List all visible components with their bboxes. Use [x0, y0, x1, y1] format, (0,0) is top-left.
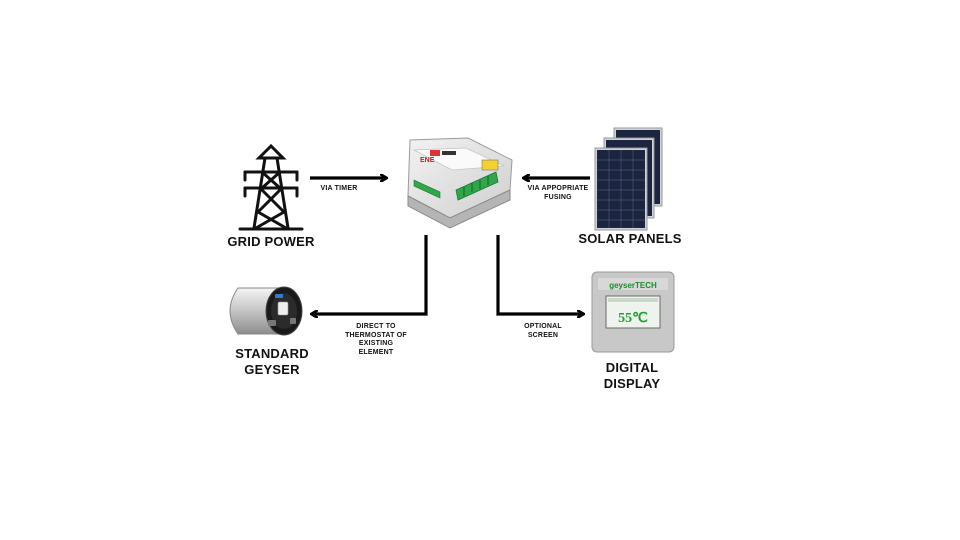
via-timer-label: VIA TIMER	[306, 185, 372, 194]
optional-screen-label-line1: OPTIONAL	[524, 323, 562, 330]
controller-brand-text: ENE	[420, 157, 435, 164]
direct-to-thermostat-label-line3: EXISTING	[358, 340, 394, 347]
direct-to-thermostat-label: DIRECT TO THERMOSTAT OF EXISTING ELEMENT	[334, 323, 418, 357]
digital-display-label-line1: DIGITAL	[605, 360, 659, 375]
digital-display-icon: geyserTECH 55℃	[591, 271, 675, 353]
geyser-tank-icon	[229, 286, 303, 336]
grid-power-label-text: GRID POWER	[227, 234, 315, 249]
optional-screen-label: OPTIONAL SCREEN	[510, 323, 576, 340]
digital-display-label-line2: DISPLAY	[603, 376, 661, 391]
arrow-controller-to-display	[496, 235, 583, 314]
display-temperature-reading: 55℃	[618, 311, 648, 326]
standard-geyser-label-line1: STANDARD	[235, 346, 309, 361]
grid-power-label: GRID POWER	[216, 234, 326, 250]
direct-to-thermostat-label-line2: THERMOSTAT OF	[345, 331, 407, 339]
display-brand-text: geyserTECH	[609, 281, 657, 290]
standard-geyser-label: STANDARD GEYSER	[222, 346, 322, 378]
digital-display-label: DIGITAL DISPLAY	[582, 360, 682, 392]
via-fusing-label-line2: FUSING	[544, 193, 572, 201]
pylon-icon	[238, 143, 304, 231]
standard-geyser-label-line2: GEYSER	[244, 362, 300, 377]
direct-to-thermostat-label-line4: ELEMENT	[358, 348, 394, 356]
arrow-controller-to-geyser	[312, 235, 428, 314]
via-timer-label-line1: VIA TIMER	[320, 185, 358, 192]
via-fusing-label-line1: VIA APPOPRIATE	[527, 185, 589, 192]
optional-screen-label-line2: SCREEN	[527, 331, 559, 339]
solar-panels-label: SOLAR PANELS	[568, 231, 692, 247]
solar-panels-label-text: SOLAR PANELS	[578, 231, 682, 246]
solar-panel-icon	[594, 127, 663, 231]
controller-box-icon: ENE	[407, 137, 513, 229]
direct-to-thermostat-label-line1: DIRECT TO	[356, 323, 396, 330]
via-fusing-label: VIA APPOPRIATE FUSING	[516, 185, 600, 202]
